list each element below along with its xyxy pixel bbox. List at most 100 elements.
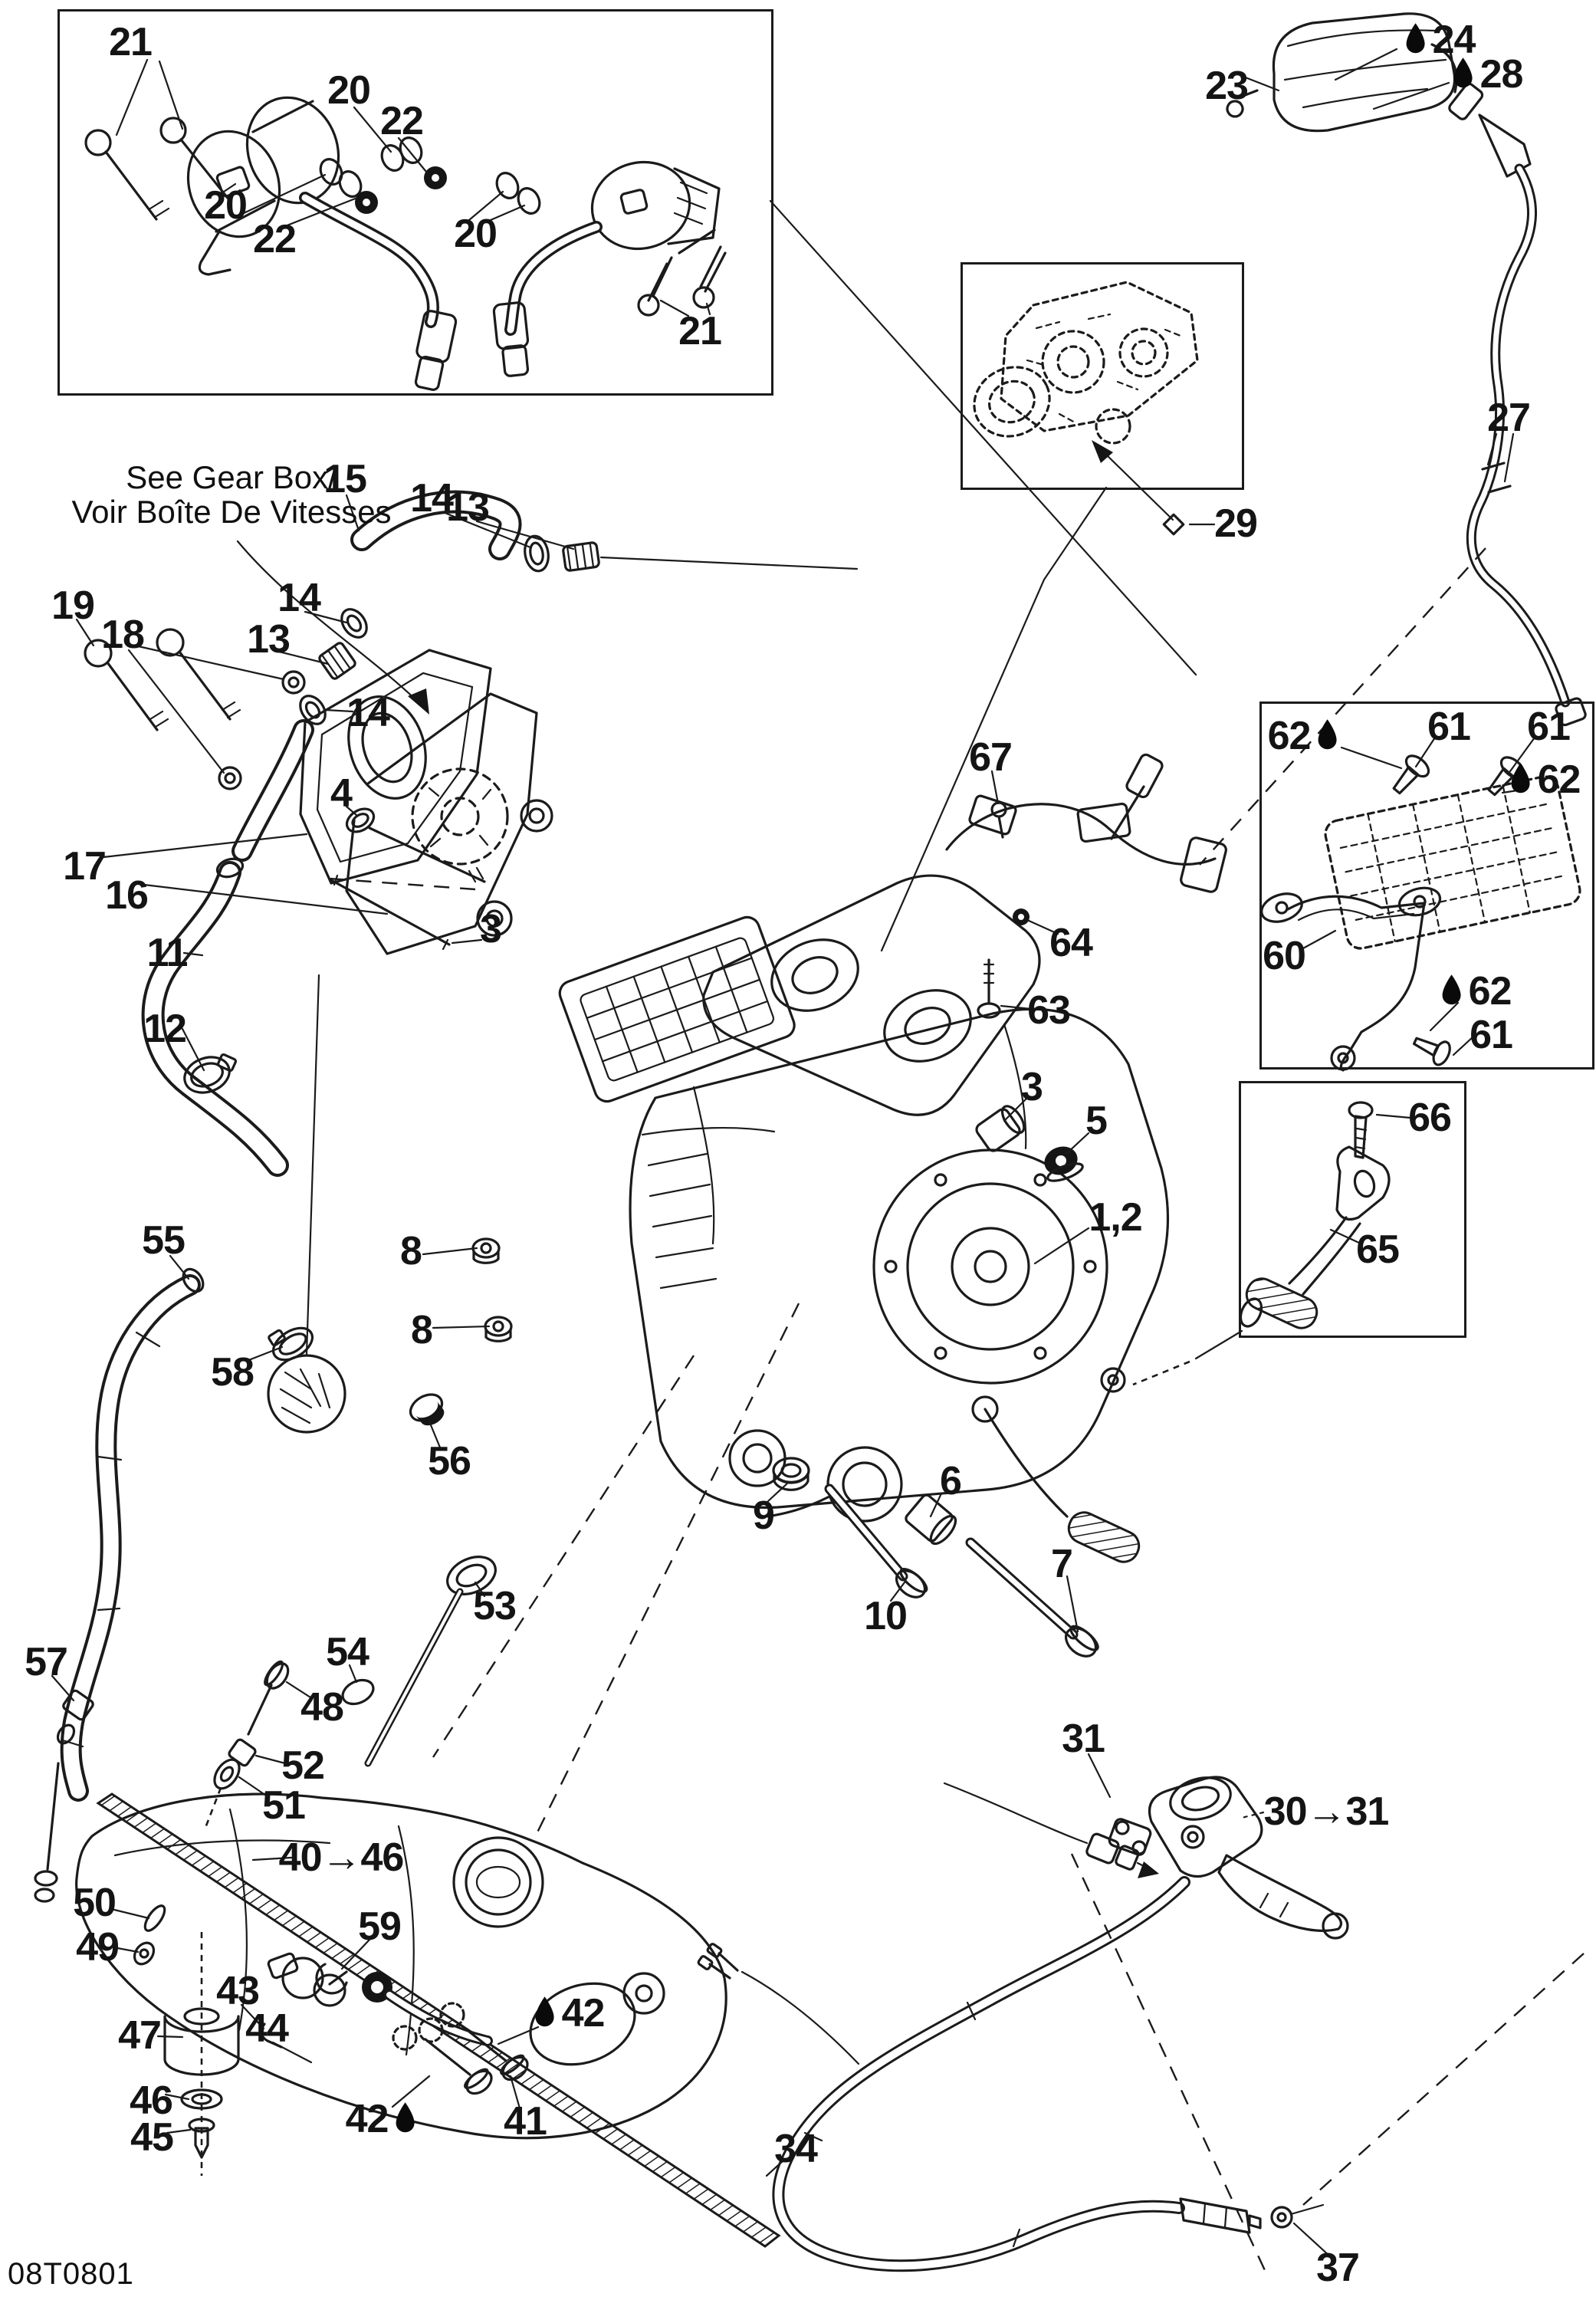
- oil-drop-icon: [535, 1996, 554, 2027]
- shift-lever-art: [1133, 1102, 1389, 1385]
- callout-28: 28: [1452, 54, 1523, 94]
- callout-text: 10: [864, 1594, 908, 1638]
- regulator-art: [1258, 752, 1582, 1070]
- drawing-number: 08T0801: [8, 2257, 134, 2291]
- callout-text: 21: [678, 309, 722, 353]
- callout-text: 20: [327, 68, 371, 113]
- callout-text: 9: [753, 1493, 775, 1538]
- callout-41: 41: [504, 2101, 547, 2141]
- oil-drop-icon: [1406, 23, 1425, 54]
- callout-text: 12: [143, 1007, 187, 1051]
- callout-10: 10: [864, 1594, 908, 1638]
- callout-21: 21: [678, 309, 722, 353]
- callout-1-2: 1,2: [1089, 1195, 1142, 1240]
- callout-text: 20: [204, 183, 248, 228]
- carburetor-art: [963, 282, 1197, 449]
- callout-6: 6: [940, 1459, 962, 1503]
- callout-29: 29: [1214, 504, 1258, 544]
- callout-23: 23: [1205, 64, 1249, 108]
- callout-text: 8: [411, 1308, 433, 1352]
- callout-text: 22: [253, 217, 297, 261]
- callout-text: 43: [216, 1969, 260, 2013]
- callout-5: 5: [1085, 1099, 1108, 1143]
- oil-drop-icon: [1318, 719, 1337, 750]
- callout-57: 57: [25, 1640, 68, 1684]
- callout-text: 57: [25, 1640, 68, 1684]
- callout-24: 24: [1404, 20, 1476, 60]
- callout-text: 1,2: [1089, 1195, 1142, 1240]
- inset-box-shift-lever: [1239, 1081, 1466, 1338]
- callout-text: 3: [480, 907, 502, 951]
- callout-60: 60: [1263, 936, 1306, 976]
- callout-text: 15: [323, 457, 367, 501]
- leader-lines: [52, 49, 1535, 2257]
- callout-text: 7: [1051, 1542, 1073, 1586]
- callout-63: 63: [1027, 988, 1071, 1033]
- callout-text: 24: [1432, 18, 1476, 62]
- bypass-hose-art: [153, 856, 277, 1165]
- callout-text: 3: [1021, 1065, 1043, 1109]
- callout-48: 48: [300, 1685, 344, 1730]
- callout-46: 46: [130, 2078, 173, 2123]
- callout-text: 14: [410, 476, 454, 521]
- callout-text: 30→31: [1263, 1789, 1390, 1834]
- callout-8: 8: [411, 1308, 433, 1352]
- callout-text: 22: [380, 99, 424, 143]
- callout-text: 42: [561, 1991, 606, 2036]
- callout-text: 50: [73, 1881, 117, 1925]
- alignment-lines: [330, 548, 1584, 2279]
- callout-text: 5: [1085, 1099, 1108, 1143]
- callout-62: 62: [1509, 760, 1581, 800]
- callout-text: 45: [130, 2115, 174, 2160]
- gearbox-note-line1: See Gear Box/: [126, 459, 337, 495]
- callout-31: 31: [1062, 1719, 1105, 1759]
- callout-text: 37: [1316, 2246, 1360, 2290]
- callout-15: 15: [323, 457, 367, 501]
- callout-45: 45: [130, 2115, 174, 2160]
- callout-text: 55: [142, 1218, 186, 1263]
- callout-3: 3: [1021, 1067, 1043, 1107]
- callout-59: 59: [358, 1907, 402, 1947]
- callout-text: 66: [1408, 1096, 1452, 1140]
- callout-27: 27: [1487, 398, 1531, 438]
- callout-18: 18: [101, 615, 145, 655]
- callout-text: 48: [300, 1685, 344, 1730]
- inset-box-ignition-coils: [57, 9, 773, 396]
- gearbox-note: See Gear Box/ Voir Boîte De Vitesses: [48, 460, 415, 530]
- callout-text: 23: [1205, 64, 1249, 108]
- callout-text: 17: [63, 844, 107, 889]
- throttle-art: [698, 1772, 1348, 2266]
- callout-text: 13: [247, 617, 291, 662]
- callout-text: 8: [400, 1229, 422, 1273]
- callout-text: 41: [504, 2099, 547, 2144]
- callout-51: 51: [262, 1783, 306, 1828]
- callout-30-31: 30→31: [1263, 1789, 1390, 1834]
- callout-7: 7: [1051, 1542, 1073, 1586]
- callout-44: 44: [245, 2009, 289, 2049]
- callout-19: 19: [51, 586, 95, 626]
- oil-drop-icon: [1442, 974, 1461, 1005]
- ignition-coils-art: [86, 84, 725, 391]
- gearbox-note-line2: Voir Boîte De Vitesses: [71, 494, 392, 531]
- callout-text: 63: [1027, 988, 1071, 1033]
- callout-21: 21: [109, 22, 153, 62]
- callout-34: 34: [774, 2129, 818, 2169]
- engine-art: [557, 753, 1227, 1566]
- callout-text: 28: [1479, 52, 1524, 97]
- oil-tank-art: [35, 1549, 779, 2246]
- callout-61: 61: [1470, 1015, 1513, 1055]
- callout-13: 13: [247, 617, 291, 662]
- callout-text: 61: [1427, 705, 1471, 749]
- callout-text: 61: [1527, 705, 1571, 749]
- callout-text: 46: [130, 2078, 173, 2123]
- callout-text: 65: [1356, 1227, 1400, 1272]
- oil-pump-art: [1227, 14, 1587, 727]
- callout-text: 6: [940, 1459, 962, 1503]
- callout-40-46: 40→46: [278, 1835, 405, 1880]
- callout-text: 58: [211, 1350, 255, 1395]
- callout-61: 61: [1527, 705, 1571, 749]
- callout-text: 51: [262, 1783, 306, 1828]
- callout-text: 40→46: [278, 1835, 405, 1880]
